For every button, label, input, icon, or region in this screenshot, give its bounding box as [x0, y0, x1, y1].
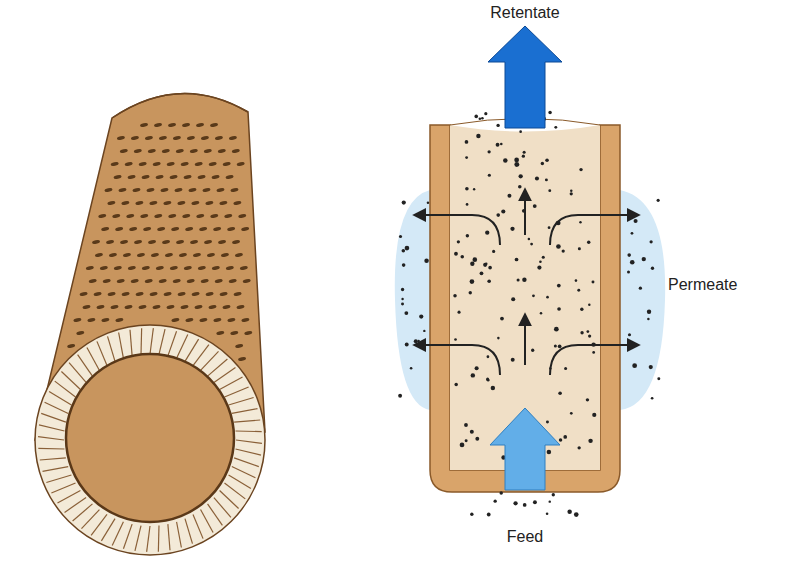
label-text: Feed	[507, 528, 543, 545]
part-label: Retentate	[490, 4, 559, 22]
label-text: Permeate	[668, 276, 737, 293]
part-label: Feed	[507, 528, 543, 546]
membrane-section	[395, 26, 665, 517]
label-text: Retentate	[490, 4, 559, 21]
tubular-membrane	[35, 93, 265, 555]
part-label: Permeate	[668, 276, 737, 294]
